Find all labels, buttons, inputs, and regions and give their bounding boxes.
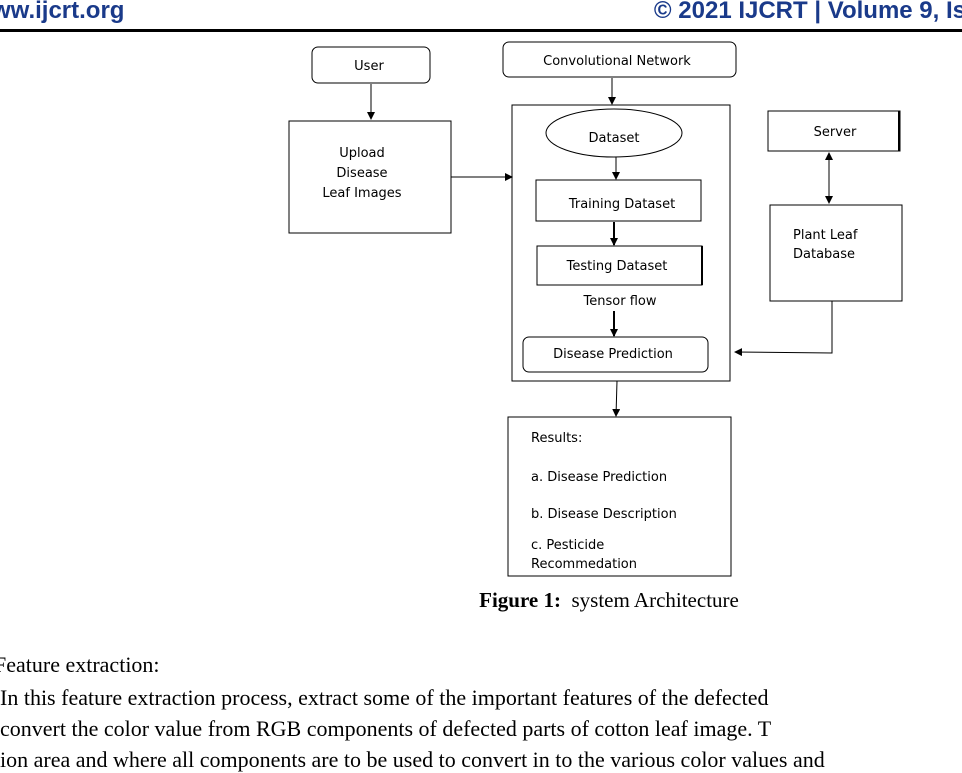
plantdb-label-2: Database: [793, 247, 855, 262]
upload-label-1: Upload: [339, 146, 385, 161]
upload-label-3: Leaf Images: [322, 186, 401, 201]
server-label: Server: [814, 125, 857, 140]
convnet-node: [502, 41, 737, 78]
upload-node: [288, 120, 452, 234]
prediction-label: Disease Prediction: [553, 347, 673, 362]
results-item-c-cont: Recommedation: [531, 557, 637, 572]
server-node: [767, 110, 901, 152]
figure-label: Figure 1:: [479, 588, 561, 612]
results-heading: Results:: [531, 431, 582, 446]
journal-issue: © 2021 IJCRT | Volume 9, Is: [653, 0, 962, 24]
system-architecture-diagram: User Convolutional Network Upload Diseas…: [288, 41, 903, 577]
dataset-node: [545, 108, 683, 158]
results-item-a: a. Disease Prediction: [531, 470, 667, 485]
journal-site: ww.ijcrt.org: [0, 0, 125, 24]
body-text-line-3: ion area and where all components are to…: [0, 747, 825, 772]
tensorflow-label: Tensor flow: [583, 294, 657, 309]
plantdb-node: [769, 204, 903, 302]
training-label: Training Dataset: [568, 197, 675, 212]
results-node: [507, 416, 732, 577]
plantdb-label-1: Plant Leaf: [793, 228, 858, 243]
body-text-line-2: convert the color value from RGB compone…: [0, 716, 772, 741]
testing-node: [536, 245, 703, 286]
arrow-container-results: [612, 380, 621, 417]
training-node: [535, 179, 702, 222]
dataset-label: Dataset: [589, 131, 640, 146]
figure-title: system Architecture: [571, 588, 739, 612]
header-rule: [0, 29, 962, 32]
section-heading: Feature extraction:: [0, 652, 160, 677]
prediction-node: [522, 336, 709, 373]
user-label: User: [354, 59, 384, 74]
results-item-c: c. Pesticide: [531, 538, 604, 553]
upload-label-2: Disease: [336, 166, 387, 181]
body-text-line-1: In this feature extraction process, extr…: [0, 685, 769, 710]
figure-caption: Figure 1: system Architecture: [0, 588, 962, 613]
user-node: [311, 46, 431, 84]
convnet-label: Convolutional Network: [543, 54, 691, 69]
arrow-plantdb-prediction: [734, 301, 833, 357]
testing-label: Testing Dataset: [566, 259, 668, 274]
results-item-b: b. Disease Description: [531, 507, 677, 522]
